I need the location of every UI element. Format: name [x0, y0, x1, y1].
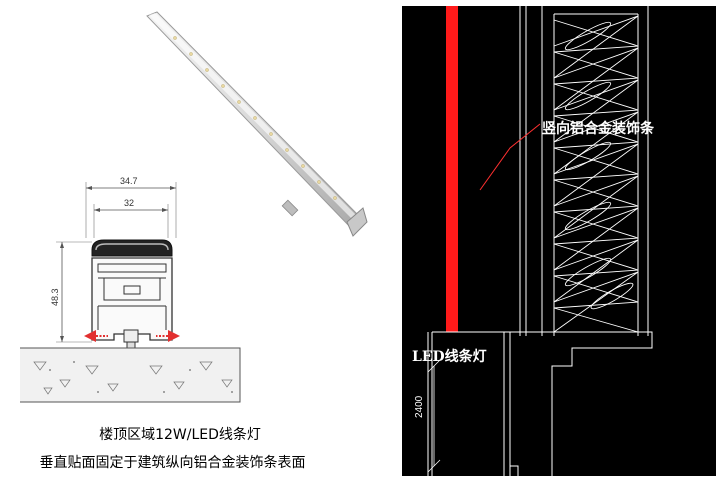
caption-title: 楼顶区域12W/LED线条灯	[99, 427, 261, 443]
decorative-fins	[564, 21, 634, 310]
diagonal-bracing	[553, 15, 639, 333]
caption-description: 垂直贴面固定于建筑纵向铝合金装饰条表面	[39, 455, 306, 471]
leader-line	[479, 123, 541, 191]
dim-height: 48.3	[50, 288, 60, 306]
dim-line-2400	[427, 359, 441, 473]
led-bar-photo	[146, 11, 368, 237]
fixing-arrows	[84, 330, 180, 342]
cross-section-drawing: 34.7 32 48.3	[20, 176, 241, 403]
cad-drawing-panel: 竖向铝合金装饰条 LED线条灯 2400	[402, 6, 716, 476]
label-aluminum-strip: 竖向铝合金装饰条	[542, 121, 654, 137]
dim-label-2400: 2400	[414, 395, 425, 418]
dim-width-outer: 34.7	[120, 176, 138, 186]
dim-width-inner: 32	[124, 198, 134, 208]
label-led-strip: LED线条灯	[412, 349, 487, 365]
led-strip-red	[446, 6, 458, 332]
base-structure	[427, 331, 653, 476]
facade-structure	[519, 6, 649, 336]
left-panel: 34.7 32 48.3	[20, 11, 368, 471]
cad-elevation	[427, 6, 653, 476]
